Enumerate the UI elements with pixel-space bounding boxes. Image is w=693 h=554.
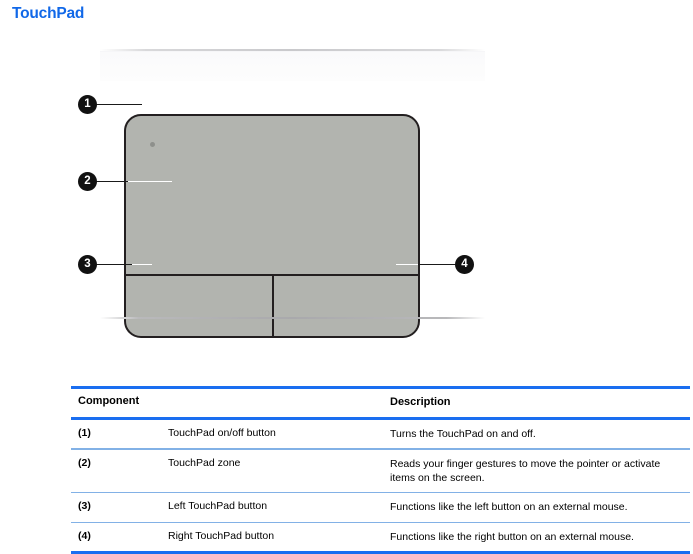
row-component-name: Right TouchPad button bbox=[168, 530, 275, 543]
row-component-name: TouchPad zone bbox=[168, 456, 241, 469]
touchpad-button-divider bbox=[272, 274, 274, 337]
callout-leader-3-outer bbox=[96, 263, 132, 265]
table-row: (2) TouchPad zone Reads your finger gest… bbox=[71, 450, 690, 492]
component-table: Component Description (1) TouchPad on/of… bbox=[71, 386, 690, 554]
callout-leader-3-inner bbox=[132, 263, 152, 265]
row-number: (2) bbox=[78, 456, 91, 469]
touchpad-on-off-indicator-dot bbox=[150, 142, 155, 147]
table-row: (4) Right TouchPad button Functions like… bbox=[71, 523, 690, 551]
callout-marker-2: 2 bbox=[78, 172, 97, 191]
callout-leader-4-inner bbox=[396, 263, 418, 265]
table-row-divider bbox=[71, 448, 690, 450]
row-component-name: TouchPad on/off button bbox=[168, 426, 276, 439]
table-row-divider bbox=[71, 521, 690, 524]
table-row: (1) TouchPad on/off button Turns the Tou… bbox=[71, 420, 690, 448]
header-description: Description bbox=[390, 396, 451, 408]
callout-marker-3: 3 bbox=[78, 255, 97, 274]
table-header-row: Component Description bbox=[71, 389, 690, 417]
palmrest-rule-bottom bbox=[100, 317, 485, 319]
palmrest-band-top bbox=[100, 49, 485, 81]
row-description: Functions like the left button on an ext… bbox=[390, 501, 628, 514]
callout-marker-4: 4 bbox=[455, 255, 474, 274]
table-rule-top bbox=[71, 386, 690, 389]
table-row-divider bbox=[71, 491, 690, 494]
row-description: Reads your finger gestures to move the p… bbox=[390, 457, 661, 484]
callout-leader-2-outer bbox=[96, 180, 128, 182]
touchpad-illustration: 1 2 3 4 bbox=[0, 36, 693, 366]
row-component-name: Left TouchPad button bbox=[168, 500, 268, 513]
callout-leader-4-outer bbox=[418, 263, 456, 265]
callout-leader-1-outer bbox=[96, 103, 142, 105]
header-component: Component bbox=[78, 395, 140, 407]
callout-leader-1-inner bbox=[142, 103, 153, 105]
callout-leader-2-inner bbox=[128, 180, 172, 182]
row-number: (3) bbox=[78, 500, 91, 513]
table-row: (3) Left TouchPad button Functions like … bbox=[71, 493, 690, 521]
table-rule-header-bottom bbox=[71, 416, 690, 420]
page-title: TouchPad bbox=[12, 5, 85, 22]
touchpad-body bbox=[124, 114, 420, 338]
row-description: Functions like the right button on an ex… bbox=[390, 531, 634, 544]
row-number: (4) bbox=[78, 530, 91, 543]
row-number: (1) bbox=[78, 426, 91, 439]
row-description: Turns the TouchPad on and off. bbox=[390, 427, 536, 440]
callout-marker-1: 1 bbox=[78, 95, 97, 114]
